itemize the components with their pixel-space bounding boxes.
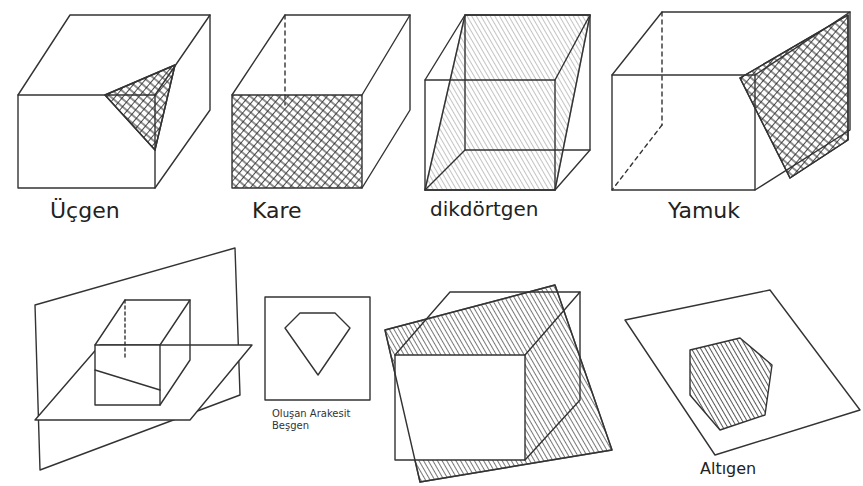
cube-with-planes: [35, 248, 252, 470]
section-label: Kare: [252, 198, 302, 223]
cube-hexagon-cut: [385, 285, 612, 482]
section-label: Üçgen: [50, 198, 120, 223]
hexagon-section: [625, 290, 860, 455]
cube-triangle-section: [18, 15, 210, 188]
section-label: dikdörtgen: [430, 198, 539, 221]
section-label: Altıgen: [700, 460, 756, 478]
cube-trapezoid-section: [612, 12, 850, 190]
cube-rectangle-section: [425, 15, 590, 190]
pentagon-section: [265, 297, 370, 400]
section-label: Yamuk: [668, 198, 740, 223]
section-label: Oluşan Arakesit Beşgen: [272, 408, 362, 431]
cube-square-section: [232, 15, 410, 188]
